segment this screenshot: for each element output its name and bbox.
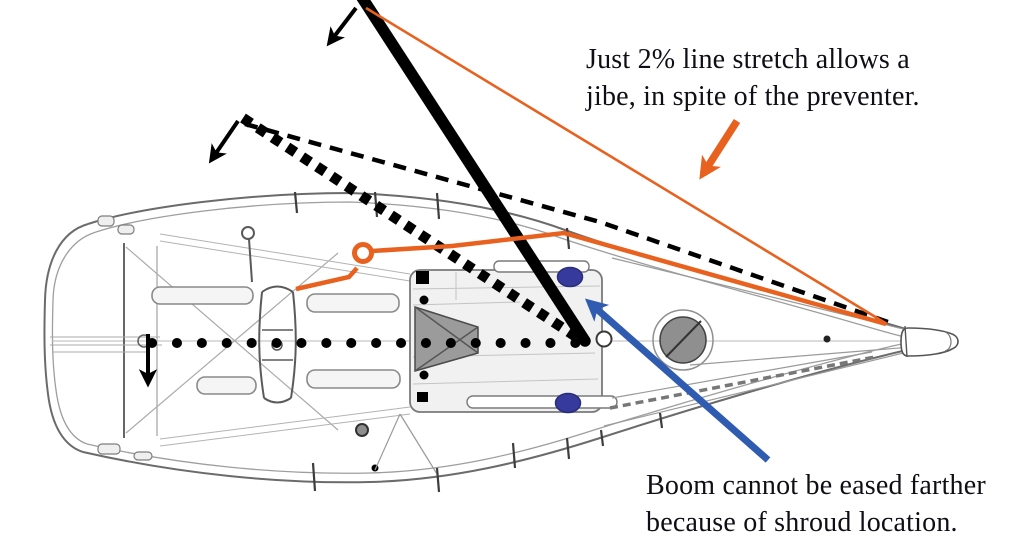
- stanchions: [293, 191, 664, 493]
- preventer-line-tail: [295, 266, 359, 292]
- preventer-turning-ring: [352, 242, 374, 264]
- stretch-annotation: Just 2% line stretch allows a jibe, in s…: [586, 41, 920, 115]
- bow-platform: [900, 325, 959, 358]
- preventer-dashed-line: [244, 121, 889, 325]
- hatch-cross-lines: [414, 306, 479, 372]
- side-deck-lines: [374, 413, 438, 475]
- blue-callout-arrow: [584, 298, 771, 463]
- stern-outline: [43, 223, 89, 453]
- cockpit-seat: [196, 376, 257, 395]
- dashed-boom-swing-arrow: [208, 119, 240, 164]
- cockpit-seat: [306, 369, 401, 389]
- boom-dotted-position-line: [240, 113, 581, 343]
- cockpit-diagonal-lines: [125, 246, 339, 434]
- traveler-lines: [50, 336, 162, 353]
- shroud-dot-top: [556, 266, 584, 288]
- preventer-orange-rigging: [295, 6, 888, 327]
- gooseneck-fitting: [595, 330, 613, 348]
- backstay-fitting: [241, 226, 255, 283]
- sheet-lines-aft: [159, 233, 411, 447]
- cabin-winches: [371, 271, 429, 472]
- shroud-dot-bottom: [554, 392, 582, 414]
- preventer-line-to-bow: [371, 230, 887, 327]
- stretch-annotation-line2: jibe, in spite of the preventer.: [586, 81, 920, 112]
- cabin-structure: [355, 260, 618, 475]
- shroud-annotation-line2: because of shroud location.: [646, 507, 958, 538]
- boom-solid-position-line: [356, 0, 591, 347]
- steering-pedestal: [241, 226, 297, 404]
- foredeck-details: [603, 257, 959, 427]
- cockpit-seat: [306, 293, 400, 313]
- stern-fittings: [97, 215, 153, 461]
- stretch-annotation-line1: Just 2% line stretch allows a: [586, 44, 910, 75]
- shroud-callout: [554, 266, 771, 463]
- cockpit-winch: [355, 423, 369, 437]
- stretch-line-orange: [365, 6, 888, 326]
- shroud-annotation-line1: Boom cannot be eased farther: [646, 470, 986, 501]
- shroud-annotation: Boom cannot be eased farther because of …: [646, 467, 986, 541]
- cockpit-seat: [151, 286, 254, 305]
- boom-swing-arrow: [326, 6, 358, 47]
- hull-bottom-edge: [82, 341, 949, 484]
- cockpit-seats: [151, 286, 401, 395]
- boom-geometry: [138, 0, 889, 388]
- orange-callout-arrow: [699, 118, 741, 180]
- deck-fitting-dot: [823, 335, 831, 343]
- cabin-handrail-bottom: [466, 395, 618, 409]
- jib-track-textured: [609, 355, 876, 410]
